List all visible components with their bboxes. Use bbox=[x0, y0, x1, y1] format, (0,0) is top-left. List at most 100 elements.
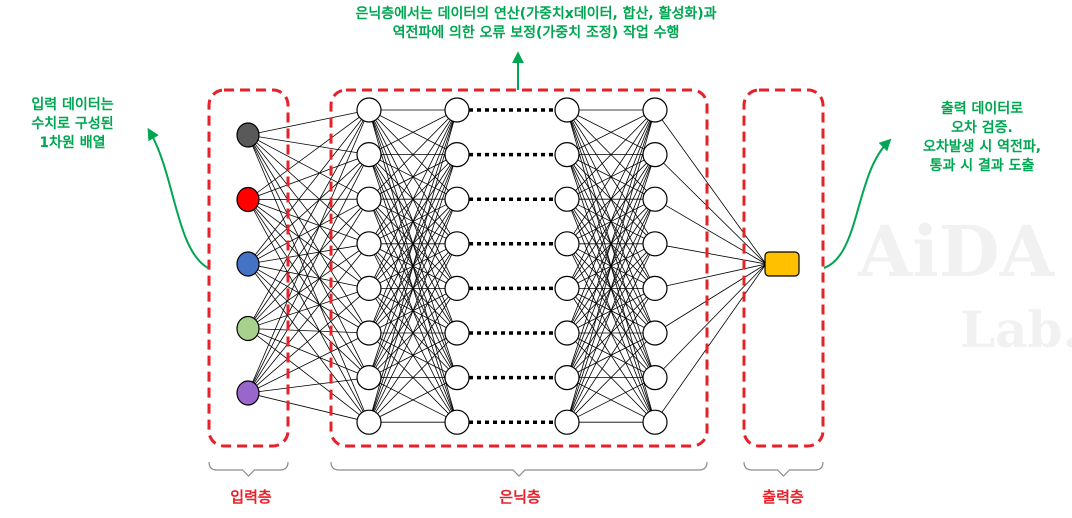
input-node bbox=[236, 186, 260, 213]
connection-line bbox=[566, 332, 656, 423]
hidden-node bbox=[554, 365, 580, 391]
connection-line bbox=[247, 109, 370, 200]
connection-line bbox=[247, 243, 370, 394]
connection-line bbox=[566, 109, 656, 378]
connection-line bbox=[566, 109, 656, 155]
hidden-node bbox=[356, 142, 382, 168]
connection-line bbox=[247, 109, 370, 329]
hidden-node bbox=[642, 275, 668, 301]
connection-line bbox=[654, 263, 767, 334]
connection-line bbox=[247, 288, 370, 394]
connection-line bbox=[368, 109, 458, 245]
connection-line bbox=[247, 109, 370, 394]
hidden-node bbox=[642, 231, 668, 257]
connection-line bbox=[247, 154, 370, 265]
connection-line bbox=[654, 198, 767, 265]
connection-line bbox=[368, 109, 458, 155]
connection-line bbox=[247, 134, 370, 245]
input-node bbox=[236, 251, 260, 277]
connection-line bbox=[654, 243, 767, 265]
connection-line bbox=[368, 109, 458, 334]
top-annotation-line-2: 역전파에 의한 오류 보정(가중치 조정) 작업 수행 bbox=[392, 25, 680, 41]
connection-line bbox=[247, 198, 370, 329]
hidden-node bbox=[356, 97, 382, 123]
input-layer-label: 입력층 bbox=[230, 488, 272, 506]
connection-line bbox=[247, 109, 370, 136]
hidden-node bbox=[642, 142, 668, 168]
hidden-node bbox=[642, 409, 668, 435]
connection-line bbox=[247, 199, 370, 289]
hidden-node bbox=[356, 275, 382, 301]
output-node bbox=[764, 251, 800, 277]
output-layer-label: 출력층 bbox=[762, 488, 804, 506]
hidden-node bbox=[554, 97, 580, 123]
left-annotation-line-3: 1차원 배열 bbox=[39, 135, 106, 151]
connection-line bbox=[247, 154, 370, 200]
connection-line bbox=[247, 328, 370, 334]
hidden-layer-box bbox=[329, 88, 709, 448]
hidden-node bbox=[444, 231, 470, 257]
hidden-node bbox=[554, 409, 580, 435]
connection-line bbox=[368, 199, 458, 423]
right-annotation-line-1: 출력 데이터로 bbox=[940, 101, 1024, 117]
left-annotation: 입력 데이터는 수치로 구성된 1차원 배열 bbox=[0, 96, 145, 153]
connection-line bbox=[247, 134, 370, 289]
hidden-node bbox=[356, 365, 382, 391]
connection-line bbox=[566, 154, 656, 423]
connection-line bbox=[247, 154, 370, 329]
connection-line bbox=[247, 263, 370, 334]
left-annotation-line-2: 수치로 구성된 bbox=[31, 116, 114, 132]
connection-line bbox=[368, 243, 458, 423]
connection-line bbox=[247, 243, 370, 329]
connection-line bbox=[654, 109, 767, 265]
hidden-node bbox=[642, 320, 668, 346]
hidden-node bbox=[444, 97, 470, 123]
hidden-node bbox=[554, 142, 580, 168]
connection-line bbox=[368, 109, 458, 200]
connection-line bbox=[247, 243, 370, 265]
output-layer-bracket bbox=[743, 461, 824, 477]
hidden-node bbox=[356, 231, 382, 257]
connection-line bbox=[247, 199, 370, 378]
right-annotation: 출력 데이터로 오차 검증. 오차발생 시 역전파, 통과 시 결과 도출 bbox=[892, 100, 1072, 176]
connection-line bbox=[368, 109, 458, 423]
hidden-node bbox=[444, 409, 470, 435]
connection-line bbox=[566, 288, 656, 423]
hidden-node bbox=[554, 186, 580, 212]
connection-line bbox=[247, 263, 370, 378]
input-layer-bracket bbox=[208, 461, 289, 477]
connection-line bbox=[368, 109, 458, 289]
right-annotation-line-2: 오차 검증. bbox=[951, 120, 1013, 136]
hidden-node bbox=[444, 365, 470, 391]
watermark-subtitle: Lab. bbox=[960, 300, 1072, 359]
hidden-node bbox=[444, 275, 470, 301]
connection-line bbox=[654, 263, 767, 423]
connection-line bbox=[247, 198, 370, 394]
connection-line bbox=[247, 199, 370, 245]
connection-line bbox=[566, 377, 656, 423]
connection-line bbox=[566, 243, 656, 423]
output-layer-box bbox=[742, 88, 825, 448]
hidden-node bbox=[444, 320, 470, 346]
connection-line bbox=[368, 377, 458, 423]
connection-line bbox=[247, 134, 370, 334]
hidden-node bbox=[356, 320, 382, 346]
left-annotation-line-1: 입력 데이터는 bbox=[31, 97, 114, 113]
connection-line bbox=[247, 199, 370, 423]
watermark-title: AiDA bbox=[858, 210, 1054, 293]
hidden-layer-label: 은닉층 bbox=[499, 488, 541, 506]
connection-line bbox=[247, 263, 370, 423]
connection-line bbox=[368, 288, 458, 423]
hidden-node bbox=[554, 231, 580, 257]
right-annotation-line-4: 통과 시 결과 도출 bbox=[929, 158, 1035, 174]
connection-line bbox=[368, 109, 458, 378]
top-annotation: 은닉층에서는 데이터의 연산(가중치x데이터, 합산, 활성화)과 역전파에 의… bbox=[0, 5, 1072, 43]
connection-line bbox=[566, 109, 656, 200]
hidden-node bbox=[642, 365, 668, 391]
input-node bbox=[236, 315, 260, 342]
connection-line bbox=[654, 154, 767, 265]
hidden-node bbox=[554, 275, 580, 301]
connection-line bbox=[247, 154, 370, 394]
